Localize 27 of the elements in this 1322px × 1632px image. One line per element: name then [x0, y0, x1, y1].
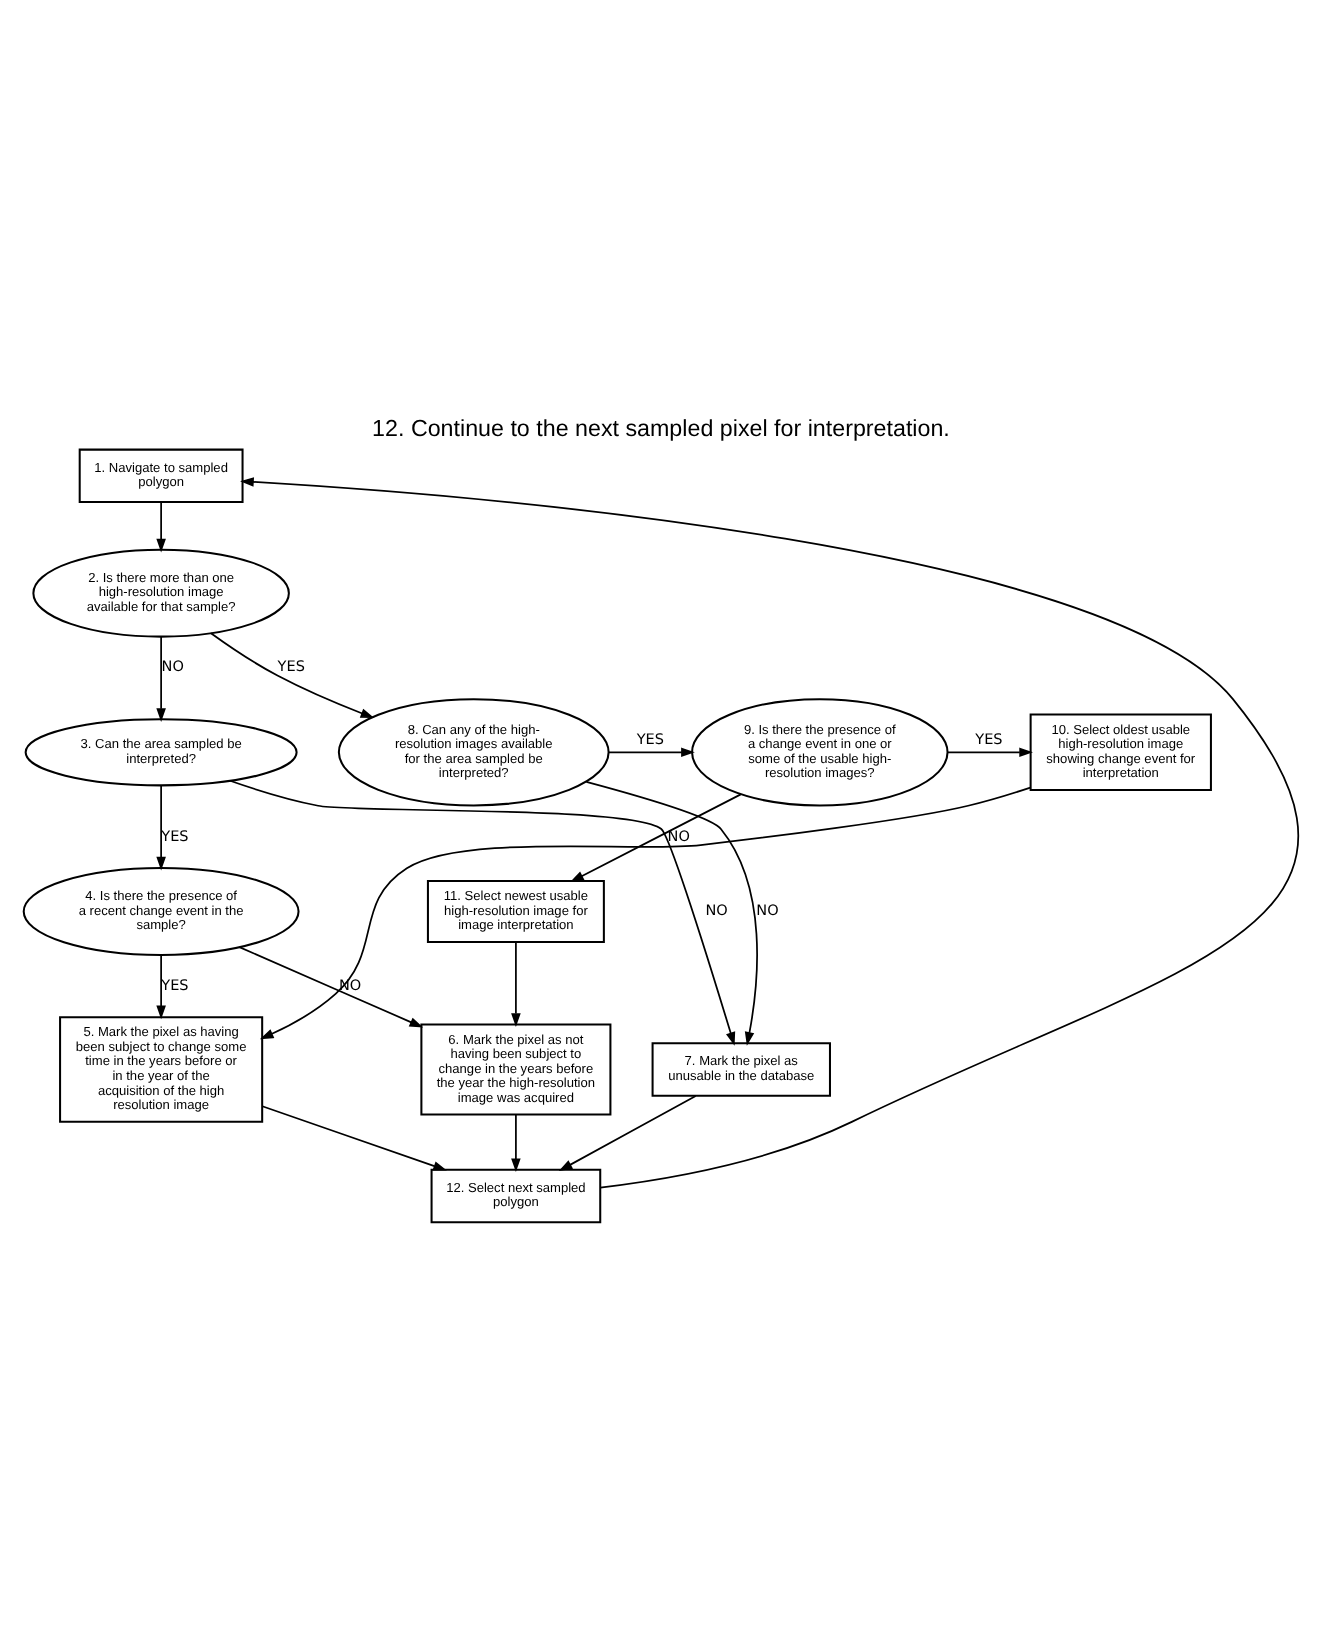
edge-label: YES	[975, 728, 1003, 747]
arrow	[240, 476, 1300, 1188]
diagram-title: 12. Continue to the next sampled pixel for interpretation.	[372, 415, 950, 442]
arrow	[156, 500, 166, 552]
arrow	[210, 631, 375, 718]
arrow	[261, 1104, 447, 1170]
arrow	[238, 945, 424, 1027]
arrow	[558, 1094, 697, 1171]
arrow	[156, 953, 166, 1019]
edge-label: YES	[161, 825, 189, 844]
arrow	[156, 634, 166, 721]
arrow	[585, 780, 758, 1045]
edge-label: YES	[161, 974, 189, 993]
edge-label: NO	[161, 656, 184, 675]
edge-label: NO	[756, 900, 779, 919]
arrow	[511, 1113, 521, 1172]
arrow	[946, 746, 1033, 757]
arrow	[607, 746, 695, 757]
arrow	[259, 785, 1032, 1039]
edge-label: YES	[277, 656, 305, 675]
edge-label: YES	[636, 728, 665, 747]
arrow	[156, 783, 166, 870]
arrow	[570, 792, 742, 882]
edge-label: NO	[705, 900, 728, 919]
arrow	[511, 940, 521, 1026]
arrow	[229, 778, 736, 1045]
edge-label: NO	[667, 825, 690, 844]
